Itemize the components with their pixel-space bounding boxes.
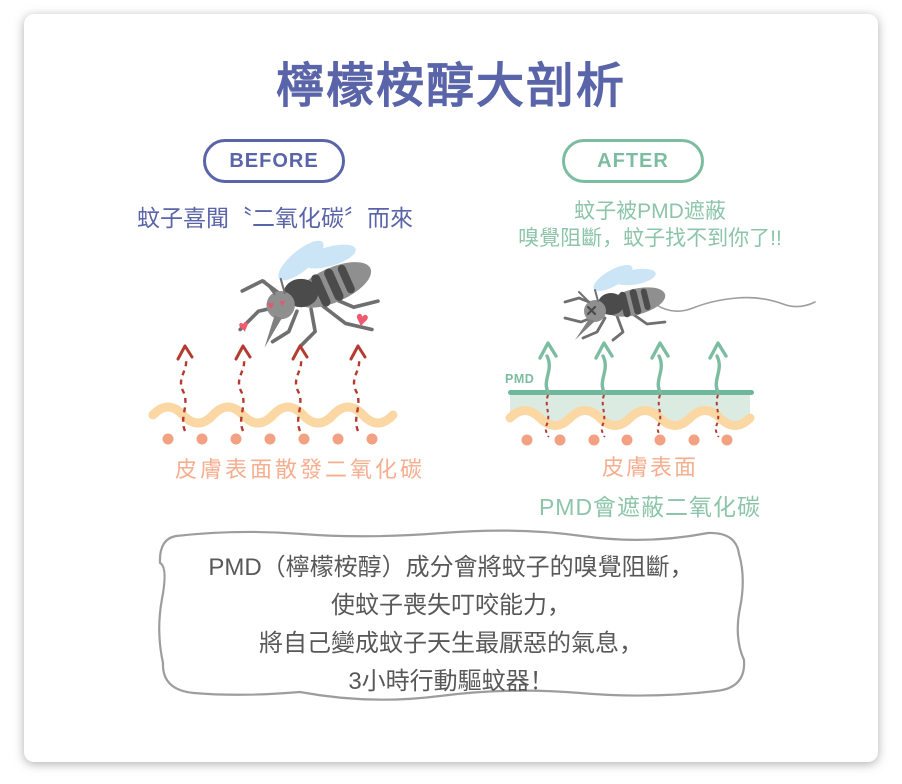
heart-eye-icon: ♥ xyxy=(268,300,275,312)
after-caption-skin: 皮膚表面 xyxy=(601,455,698,480)
co2-arrow-icon xyxy=(234,344,252,432)
pmd-label: PMD xyxy=(505,372,535,386)
skin-dots-icon xyxy=(521,434,733,446)
skin-dots-icon xyxy=(162,433,378,445)
x-eye-icon xyxy=(586,305,597,316)
after-caption-pmd: PMD會遮蔽二氧化碳 xyxy=(538,494,762,520)
infographic-card xyxy=(24,14,878,762)
after-subtitle-line1: 蚊子被PMD遮蔽 xyxy=(574,200,726,223)
after-badge: AFTER xyxy=(562,139,704,183)
after-captions: 皮膚表面 PMD會遮蔽二氧化碳 xyxy=(470,450,830,522)
footer-box-border-icon xyxy=(158,529,746,701)
skin-wave-icon xyxy=(505,406,755,430)
pmd-arrow-icon xyxy=(594,341,614,394)
after-subtitle-line2: 嗅覺阻斷，蚊子找不到你了!! xyxy=(518,227,782,250)
heart-icon: ♥ xyxy=(353,306,370,333)
flight-trail-icon xyxy=(654,296,816,312)
after-subtitle: 蚊子被PMD遮蔽 嗅覺阻斷，蚊子找不到你了!! xyxy=(460,198,840,252)
footer-line: 將自己變成蚊子天生最厭惡的氣息， xyxy=(259,630,643,657)
co2-arrow-icon xyxy=(176,344,194,432)
footer-line: 3小時行動驅蚊器！ xyxy=(348,668,554,695)
after-pmd-barrier-diagram xyxy=(505,341,755,446)
pmd-bar-icon xyxy=(508,390,754,395)
heart-icon: ♥ xyxy=(237,315,251,337)
page-title: 檸檬桉醇大剖析 xyxy=(275,60,626,113)
co2-arrow-icon xyxy=(291,344,309,432)
pmd-arrow-icon xyxy=(538,341,558,394)
footer-line: 使蚊子喪失叮咬能力， xyxy=(331,592,571,619)
after-mosquito-blocked-icon xyxy=(563,265,816,342)
heart-eye-icon: ♥ xyxy=(280,298,285,308)
footer-line: PMD（檸檬桉醇）成分會將蚊子的嗅覺阻斷， xyxy=(208,554,694,581)
pmd-arrow-icon xyxy=(708,341,728,394)
before-co2-skin-diagram xyxy=(148,344,398,445)
before-badge: BEFORE xyxy=(203,139,345,183)
before-caption: 皮膚表面散發二氧化碳 xyxy=(174,457,425,482)
blocked-co2-icon xyxy=(544,394,720,438)
co2-arrow-icon xyxy=(349,344,367,432)
before-mosquito-love-icon: ♥ ♥ ♥ ♥ xyxy=(237,240,380,348)
before-subtitle: 蚊子喜聞〝二氧化碳〞而來 xyxy=(137,205,413,231)
footer-description: PMD（檸檬桉醇）成分會將蚊子的嗅覺阻斷， 使蚊子喪失叮咬能力， 將自己變成蚊子… xyxy=(151,549,751,701)
skin-wave-icon xyxy=(148,402,398,428)
pmd-arrow-icon xyxy=(650,341,670,394)
